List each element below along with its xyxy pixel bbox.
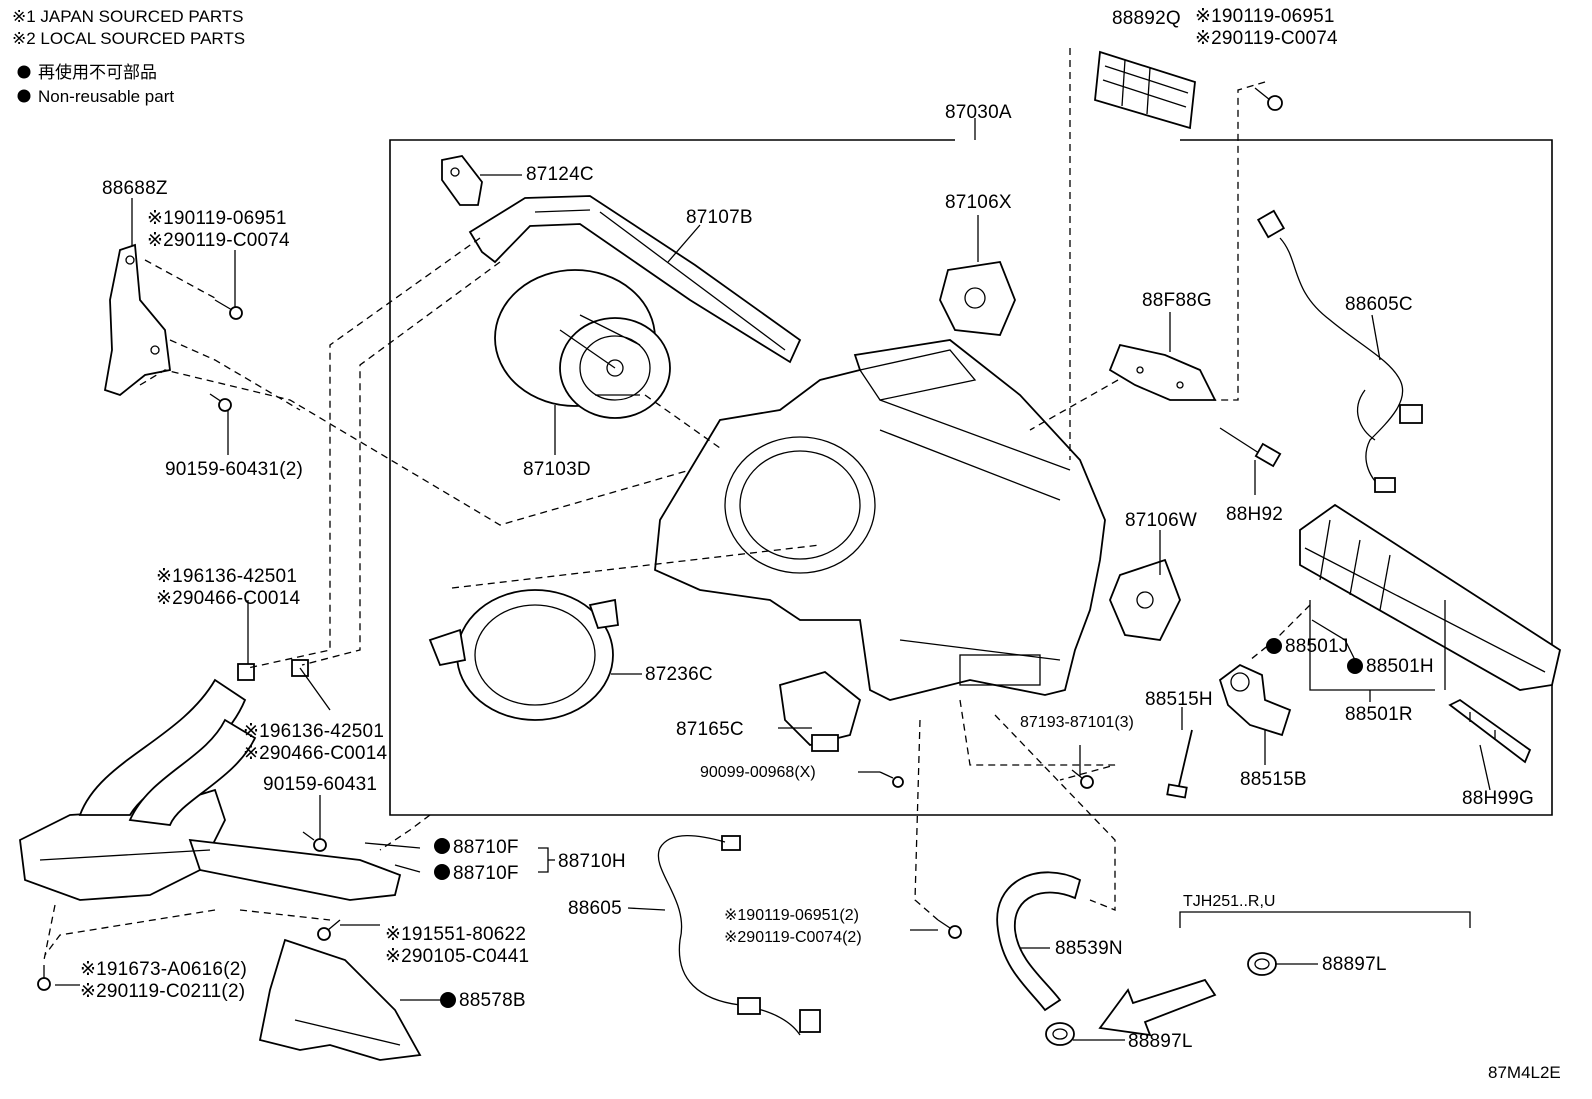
- part-87165c-resistor: [778, 671, 862, 752]
- label-90099-00968-x: 90099-00968(X): [700, 764, 816, 781]
- part-hvac-housing: [654, 339, 1106, 701]
- label-87103d: 87103D: [523, 459, 591, 480]
- label-88501h: 88501H: [1366, 656, 1434, 677]
- label-87106w: 87106W: [1125, 510, 1197, 531]
- label-88h92: 88H92: [1226, 504, 1283, 525]
- part-87106w-servo: [1109, 558, 1181, 641]
- figure-code: 87M4L2E: [1488, 1063, 1561, 1082]
- part-88h99g-seal: [1448, 698, 1532, 764]
- label-87193-87101-3: 87193-87101(3): [1020, 714, 1134, 731]
- part-88f88g-bracket: [1108, 343, 1217, 401]
- label-88710h: 88710H: [558, 851, 626, 872]
- label-88515b: 88515B: [1240, 769, 1307, 790]
- non-reusable-dot-icon: [17, 89, 31, 103]
- part-88515b-block: [1218, 663, 1292, 737]
- label-191551-80622: ※191551-80622: [385, 924, 526, 945]
- label-290119-c0211-2: ※290119-C0211(2): [80, 981, 245, 1002]
- label-88f88g: 88F88G: [1142, 290, 1212, 311]
- screw-90159-60431-lower-icon: [302, 831, 327, 852]
- label-88539n: 88539N: [1055, 938, 1123, 959]
- label-290466-c0014-b: ※290466-C0014: [243, 743, 387, 764]
- non-reusable-dot-88710f-b-icon: [434, 864, 450, 880]
- label-191673-a0616-2: ※191673-A0616(2): [80, 959, 247, 980]
- part-88515h-bolt: [1166, 729, 1193, 799]
- label-290119-c0074-2: ※290119-C0074(2): [724, 929, 862, 946]
- part-87106x-servo: [939, 261, 1016, 336]
- label-88501j: 88501J: [1285, 636, 1349, 657]
- label-290119-c0074-left: ※290119-C0074: [147, 230, 290, 251]
- note-non-reusable-jp: 再使用不可部品: [38, 62, 157, 82]
- label-88892q: 88892Q: [1112, 8, 1181, 29]
- screw-191551-80622-icon: [317, 919, 341, 941]
- part-88578b-cover: [258, 938, 422, 1061]
- non-reusable-dot-88501j-icon: [1266, 638, 1282, 654]
- screw-90159-60431-icon: [209, 393, 232, 412]
- non-reusable-dot-88578b-icon: [440, 992, 456, 1008]
- assembly-87030a-frame: [389, 139, 1553, 816]
- part-88501r-evaporator: [1299, 503, 1562, 691]
- non-reusable-dot-88710f-a-icon: [434, 838, 450, 854]
- label-196136-42501-b: ※196136-42501: [243, 721, 384, 742]
- label-290466-c0014-a: ※290466-C0014: [156, 588, 300, 609]
- leader-lines: [55, 174, 1491, 1041]
- label-tjh251-r-u: TJH251..R,U: [1183, 893, 1275, 910]
- screw-191673-a0616-icon: [37, 965, 51, 991]
- part-88892q-label-plate: [1094, 50, 1196, 130]
- note-japan-sourced: ※1 JAPAN SOURCED PARTS: [12, 7, 244, 26]
- part-88710h-duct-assembly: [19, 678, 402, 901]
- direction-arrow-icon: [1098, 978, 1217, 1037]
- label-87165c: 87165C: [676, 719, 744, 740]
- part-87236c-ring: [428, 589, 619, 721]
- screw-190119-06951-lower-icon: [937, 919, 962, 939]
- label-88688z: 88688Z: [102, 178, 168, 199]
- label-87106x: 87106X: [945, 192, 1012, 213]
- label-88578b: 88578B: [459, 990, 526, 1011]
- label-88501r: 88501R: [1345, 704, 1413, 725]
- part-88897l-grommet-b: [1045, 1022, 1075, 1046]
- label-290105-c0441: ※290105-C0441: [385, 946, 529, 967]
- note-local-sourced: ※2 LOCAL SOURCED PARTS: [12, 29, 245, 48]
- screw-90099-00968-icon: [879, 771, 904, 788]
- label-90159-60431: 90159-60431: [263, 774, 377, 795]
- part-88h92-sensor: [1219, 427, 1282, 468]
- label-290119-c0074-top: ※290119-C0074: [1195, 28, 1338, 49]
- part-88897l-grommet-a: [1247, 952, 1277, 976]
- label-190119-06951-2: ※190119-06951(2): [724, 907, 859, 924]
- label-88605c: 88605C: [1345, 294, 1413, 315]
- label-190119-06951-top: ※190119-06951: [1195, 6, 1335, 27]
- label-88515h: 88515H: [1145, 689, 1213, 710]
- label-88897l-b: 88897L: [1128, 1031, 1193, 1052]
- part-87103d-blower-motor: [494, 269, 671, 419]
- note-non-reusable-en: Non-reusable part: [38, 87, 174, 106]
- label-88710f-a: 88710F: [453, 837, 519, 858]
- screw-top-right-icon: [1254, 87, 1283, 111]
- screw-88688z-upper-icon: [214, 299, 243, 320]
- clip-196136-42501-a-icon: [237, 663, 255, 681]
- non-reusable-dot-88501h-icon: [1347, 658, 1363, 674]
- label-88h99g: 88H99G: [1462, 788, 1534, 809]
- part-88688z-bracket: [103, 243, 171, 397]
- non-reusable-dot-icon: [17, 65, 31, 79]
- part-88539n-hose: [996, 871, 1082, 1012]
- label-87030a: 87030A: [945, 102, 1012, 123]
- label-88897l-a: 88897L: [1322, 954, 1387, 975]
- part-87107b-duct: [468, 195, 802, 364]
- part-88605c-harness: [1256, 209, 1423, 493]
- dashed-guide-lines: [43, 48, 1311, 961]
- part-87124c-clip: [441, 155, 483, 206]
- label-196136-42501-a: ※196136-42501: [156, 566, 297, 587]
- part-88605-harness: [657, 835, 821, 1036]
- label-87107b: 87107B: [686, 207, 753, 228]
- screw-87193-87101-icon: [1071, 769, 1094, 789]
- label-87124c: 87124C: [526, 164, 594, 185]
- label-88605: 88605: [568, 898, 622, 919]
- label-87236c: 87236C: [645, 664, 713, 685]
- label-190119-06951-left: ※190119-06951: [147, 208, 287, 229]
- label-90159-60431-2: 90159-60431(2): [165, 459, 303, 480]
- label-88710f-b: 88710F: [453, 863, 519, 884]
